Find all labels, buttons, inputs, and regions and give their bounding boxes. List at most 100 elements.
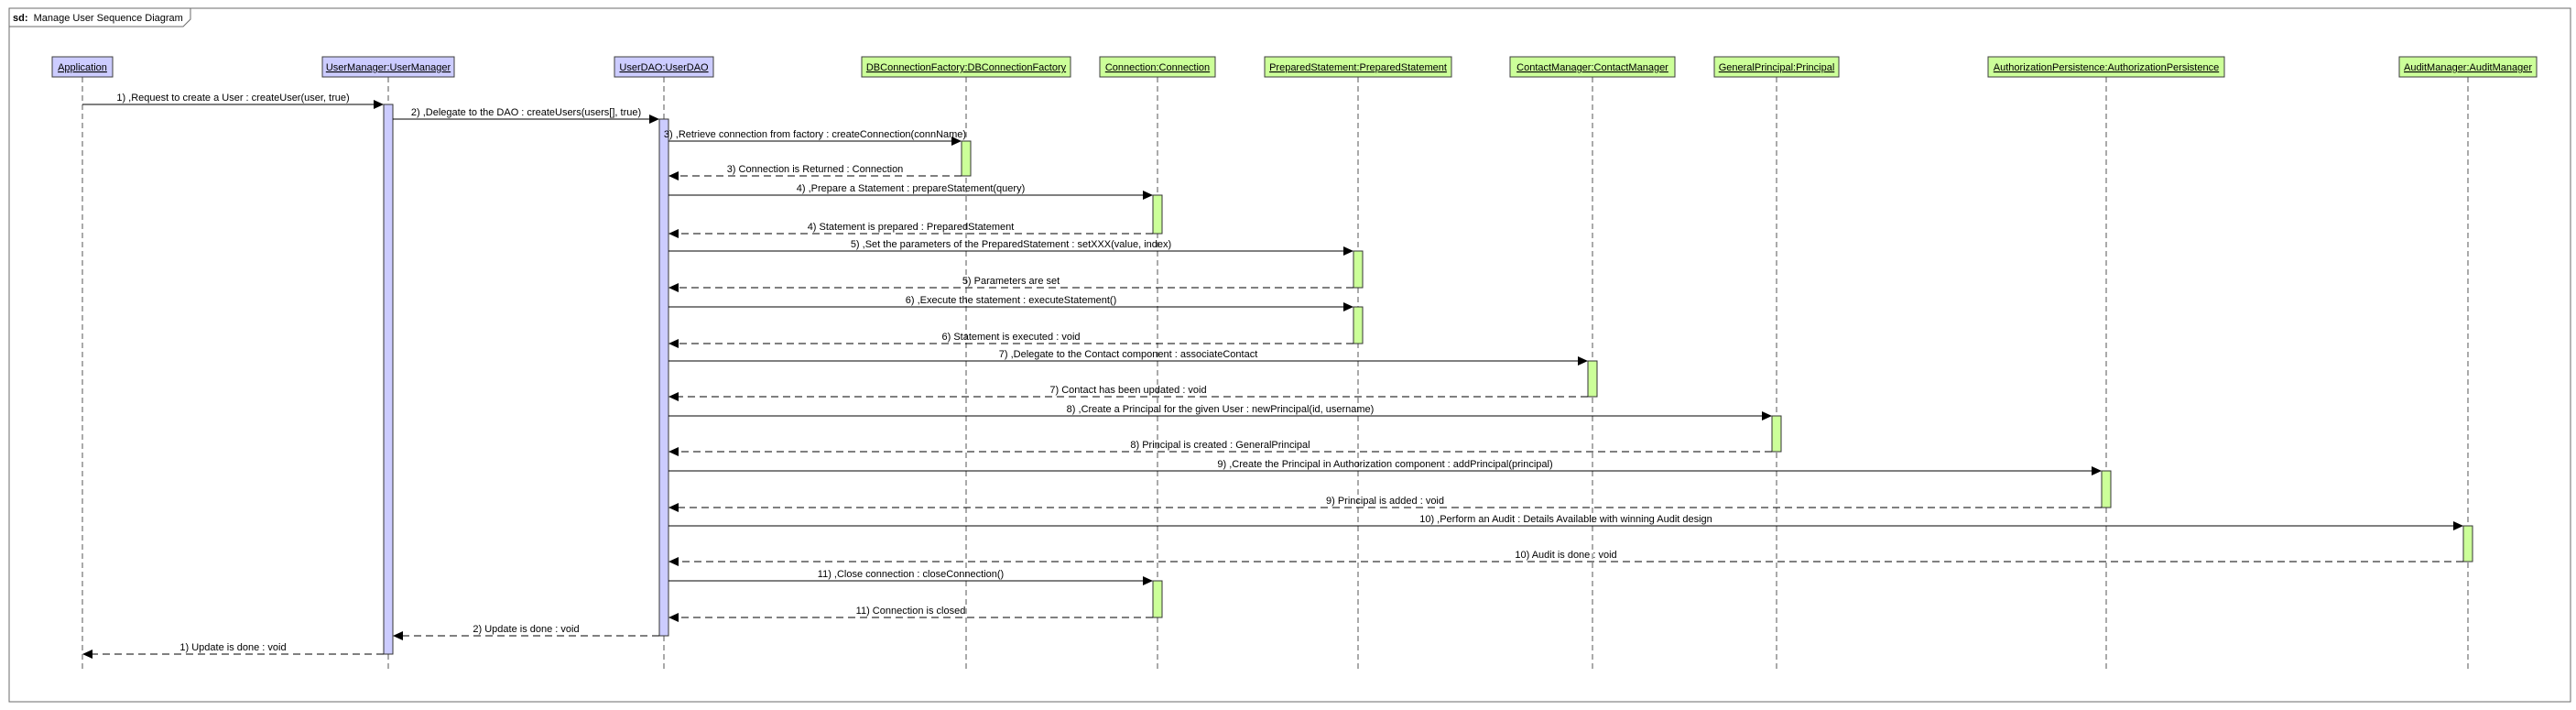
message-18: 10) Audit is done : void: [668, 550, 2463, 566]
arrowhead: [668, 229, 679, 238]
message-17: 10) ,Perform an Audit : Details Availabl…: [668, 514, 2463, 530]
message-label: 3) Connection is Returned : Connection: [727, 164, 904, 175]
participant-app[interactable]: Application: [51, 56, 114, 78]
participant-box: [1987, 56, 2225, 78]
arrowhead: [1143, 191, 1153, 200]
lifelines: [82, 77, 2469, 671]
arrowhead: [668, 392, 679, 401]
message-3: 3) ,Retrieve connection from factory : c…: [664, 129, 966, 146]
arrowhead: [668, 339, 679, 348]
activation-userdao: [658, 118, 669, 637]
participant-label: UserDAO:UserDAO: [619, 62, 709, 73]
message-16: 9) Principal is added : void: [668, 496, 2102, 512]
message-label: 4) ,Prepare a Statement : prepareStateme…: [797, 183, 1025, 194]
activation-pstmt: [1353, 306, 1364, 344]
activation-contact: [1587, 360, 1598, 398]
arrowhead: [1343, 246, 1353, 256]
arrowhead: [374, 100, 384, 109]
participant-box: [2398, 56, 2538, 78]
message-2: 2) ,Delegate to the DAO : createUsers(us…: [393, 107, 659, 124]
message-21: 2) Update is done : void: [393, 624, 659, 640]
message-14: 8) Principal is created : GeneralPrincip…: [668, 440, 1772, 456]
message-label: 10) ,Perform an Audit : Details Availabl…: [1419, 514, 1712, 525]
message-label: 9) ,Create the Principal in Authorizatio…: [1217, 459, 1552, 470]
message-10: 6) Statement is executed : void: [668, 332, 1353, 348]
participant-label: UserManager:UserManager: [326, 62, 451, 73]
arrowhead: [393, 631, 403, 640]
participant-label: ContactManager:ContactManager: [1516, 62, 1668, 73]
message-label: 11) ,Close connection : closeConnection(…: [818, 569, 1004, 580]
message-label: 2) ,Delegate to the DAO : createUsers(us…: [411, 107, 641, 118]
participant-userdao[interactable]: UserDAO:UserDAO: [614, 56, 714, 78]
participant-label: PreparedStatement:PreparedStatement: [1269, 62, 1447, 73]
message-label: 11) Connection is closed: [856, 606, 966, 617]
frame-border: [8, 7, 2571, 703]
participant-pstmt[interactable]: PreparedStatement:PreparedStatement: [1264, 56, 1452, 78]
message-13: 8) ,Create a Principal for the given Use…: [668, 404, 1772, 421]
activations: [383, 104, 2473, 655]
arrowhead: [668, 613, 679, 622]
participant-label: GeneralPrincipal:Principal: [1719, 62, 1835, 73]
arrowhead: [2453, 521, 2463, 530]
participant-box: [1099, 56, 1216, 78]
message-11: 7) ,Delegate to the Contact component : …: [668, 349, 1588, 366]
participant-box: [51, 56, 114, 78]
message-label: 4) Statement is prepared : PreparedState…: [808, 222, 1015, 233]
activation-conn: [1152, 194, 1163, 235]
participant-authz[interactable]: AuthorizationPersistence:AuthorizationPe…: [1987, 56, 2225, 78]
message-7: 5) ,Set the parameters of the PreparedSt…: [668, 239, 1353, 256]
activation-authz: [2101, 470, 2112, 508]
message-9: 6) ,Execute the statement : executeState…: [668, 295, 1353, 311]
message-label: 9) Principal is added : void: [1326, 496, 1444, 507]
message-label: 7) ,Delegate to the Contact component : …: [999, 349, 1258, 360]
message-1: 1) ,Request to create a User : createUse…: [82, 93, 384, 109]
message-20: 11) Connection is closed: [668, 606, 1153, 622]
participant-label: DBConnectionFactory:DBConnectionFactory: [866, 62, 1067, 73]
participant-usermgr[interactable]: UserManager:UserManager: [321, 56, 455, 78]
participant-box: [861, 56, 1071, 78]
participant-box: [1509, 56, 1676, 78]
message-12: 7) Contact has been updated : void: [668, 385, 1588, 401]
participant-box: [321, 56, 455, 78]
participant-audit[interactable]: AuditManager:AuditManager: [2398, 56, 2538, 78]
participant-box: [614, 56, 714, 78]
arrowhead: [668, 503, 679, 512]
messages: 1) ,Request to create a User : createUse…: [82, 93, 2463, 659]
participant-box: [1713, 56, 1840, 78]
arrowhead: [668, 171, 679, 180]
arrowhead: [951, 137, 962, 146]
message-8: 5) Parameters are set: [668, 276, 1353, 292]
participant-conn[interactable]: Connection:Connection: [1099, 56, 1216, 78]
activation-connfact: [961, 140, 972, 177]
frame-tab: [8, 7, 191, 27]
frame-title: sd: Manage User Sequence Diagram: [13, 13, 183, 24]
arrowhead: [1578, 356, 1588, 366]
arrowhead: [2092, 466, 2102, 475]
diagram-frame: sd: Manage User Sequence Diagram: [8, 7, 2571, 703]
message-5: 4) ,Prepare a Statement : prepareStateme…: [668, 183, 1153, 200]
message-label: 1) Update is done : void: [179, 642, 286, 653]
arrowhead: [82, 650, 92, 659]
participant-label: Application: [58, 62, 107, 73]
frame-title-text: Manage User Sequence Diagram: [34, 13, 183, 24]
arrowhead: [668, 557, 679, 566]
arrowhead: [649, 115, 659, 124]
message-4: 3) Connection is Returned : Connection: [668, 164, 962, 180]
message-19: 11) ,Close connection : closeConnection(…: [668, 569, 1153, 585]
arrowhead: [668, 447, 679, 456]
participant-connfact[interactable]: DBConnectionFactory:DBConnectionFactory: [861, 56, 1071, 78]
activation-principal: [1771, 415, 1782, 453]
participant-heads: Application UserManager:UserManager UserDA…: [51, 56, 2538, 78]
activation-conn: [1152, 580, 1163, 618]
message-label: 1) ,Request to create a User : createUse…: [116, 93, 349, 104]
participant-contact[interactable]: ContactManager:ContactManager: [1509, 56, 1676, 78]
participant-principal[interactable]: GeneralPrincipal:Principal: [1713, 56, 1840, 78]
message-22: 1) Update is done : void: [82, 642, 384, 659]
activation-pstmt: [1353, 250, 1364, 289]
message-15: 9) ,Create the Principal in Authorizatio…: [668, 459, 2102, 475]
message-label: 8) ,Create a Principal for the given Use…: [1067, 404, 1375, 415]
message-label: 8) Principal is created : GeneralPrincip…: [1130, 440, 1310, 451]
participant-label: Connection:Connection: [1105, 62, 1210, 73]
activation-audit: [2462, 525, 2473, 563]
